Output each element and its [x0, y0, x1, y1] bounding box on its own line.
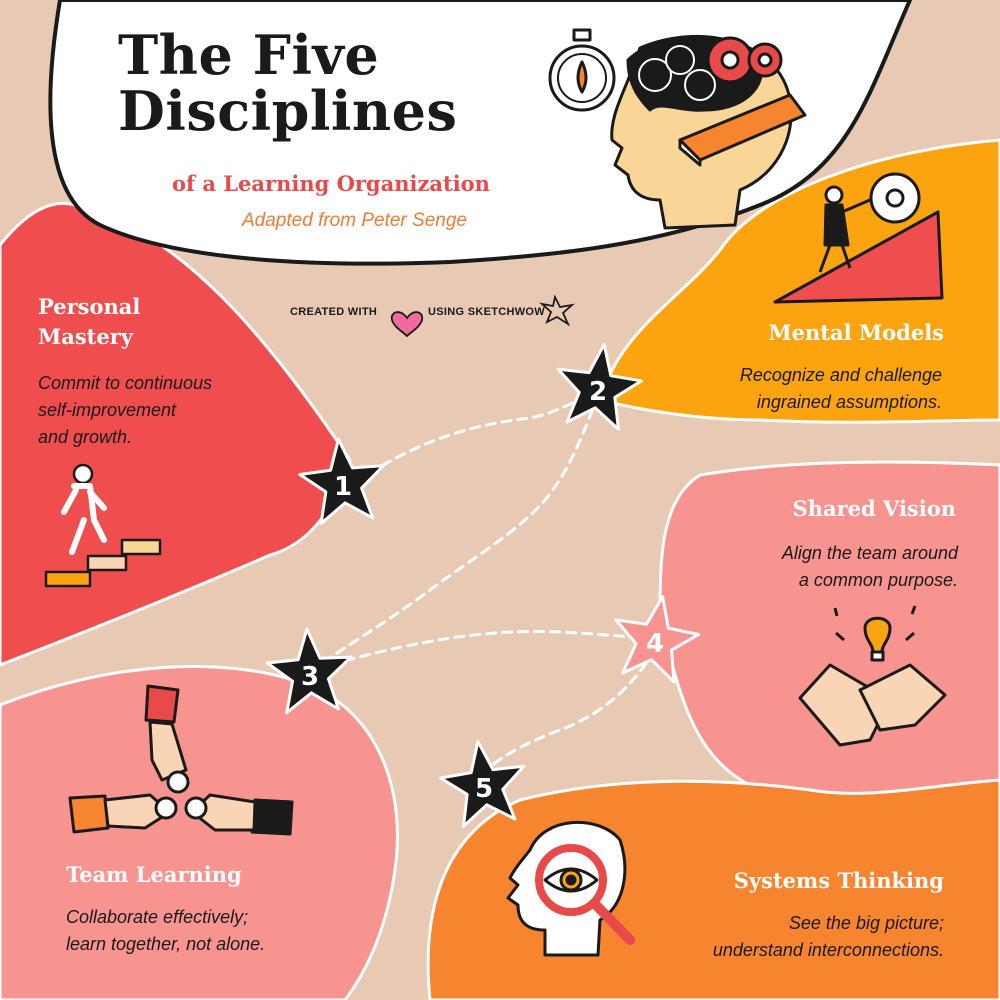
systems-thinking-desc-line-2: understand interconnections.: [712, 940, 944, 960]
head-magnifier-eye-icon: [506, 820, 635, 957]
personal-mastery-desc-line-3: and growth.: [38, 427, 133, 447]
pushing-gear-uphill-icon: [773, 172, 944, 304]
systems-thinking-desc-line-1: See the big picture;: [788, 913, 944, 933]
credit-after: USING SKETCHWOW: [428, 306, 545, 318]
mental-models-title: Mental Models: [768, 320, 944, 345]
heart-icon: [390, 311, 424, 338]
handshake-lightbulb-icon: [798, 605, 947, 747]
personal-mastery-title-line-1: Personal: [38, 294, 141, 319]
star-marker-4: [614, 595, 701, 684]
team-learning-title: Team Learning: [66, 862, 242, 887]
credit-before: CREATED WITH: [290, 306, 378, 318]
personal-mastery-desc-line-2: self-improvement: [38, 400, 177, 420]
star-marker-1: [298, 437, 385, 526]
star-number-2: 2: [588, 377, 608, 407]
systems-thinking-title: Systems Thinking: [733, 868, 944, 893]
connector-path: [316, 383, 657, 777]
team-learning-desc-line-2: learn together, not alone.: [66, 934, 266, 954]
systems-thinking-description: See the big picture; understand intercon…: [713, 910, 944, 964]
personal-mastery-title: Personal Mastery: [38, 292, 140, 353]
star-number-4: 4: [645, 629, 665, 659]
personal-mastery-description: Commit to continuous self-improvement an…: [38, 370, 212, 451]
page-title: The Five Disciplines: [118, 27, 457, 139]
team-learning-description: Collaborate effectively; learn together,…: [66, 904, 265, 958]
shared-vision-title: Shared Vision: [792, 496, 956, 521]
subtitle: of a Learning Organization: [172, 171, 490, 196]
mental-models-description: Recognize and challenge ingrained assump…: [740, 362, 942, 416]
personal-mastery-desc-line-1: Commit to continuous: [38, 373, 213, 393]
shared-vision-description: Align the team around a common purpose.: [782, 540, 958, 594]
climbing-stairs-icon: [44, 463, 162, 588]
star-number-3: 3: [300, 662, 320, 692]
star-marker-3: [265, 627, 353, 715]
team-learning-desc-line-1: Collaborate effectively;: [66, 907, 249, 927]
star-marker-2: [556, 342, 643, 431]
mental-models-desc-line-2: ingrained assumptions.: [756, 392, 942, 412]
star-number-5: 5: [474, 774, 494, 804]
personal-mastery-title-line-2: Mastery: [38, 324, 134, 350]
sparkle-icon: [539, 294, 575, 327]
title-line-2: Disciplines: [118, 79, 458, 144]
mental-models-desc-line-1: Recognize and challenge: [739, 365, 942, 385]
adapted-credit: Adapted from Peter Senge: [242, 210, 467, 231]
team-learning-region: [0, 664, 399, 1000]
three-hands-puzzle-icon: [68, 684, 294, 836]
shared-vision-desc-line-2: a common purpose.: [798, 570, 958, 590]
shared-vision-desc-line-1: Align the team around: [781, 543, 958, 563]
title-line-1: The Five: [118, 23, 380, 87]
head-brain-gears-illustration: [548, 28, 807, 230]
star-marker-5: [439, 739, 526, 828]
star-number-1: 1: [333, 472, 353, 502]
